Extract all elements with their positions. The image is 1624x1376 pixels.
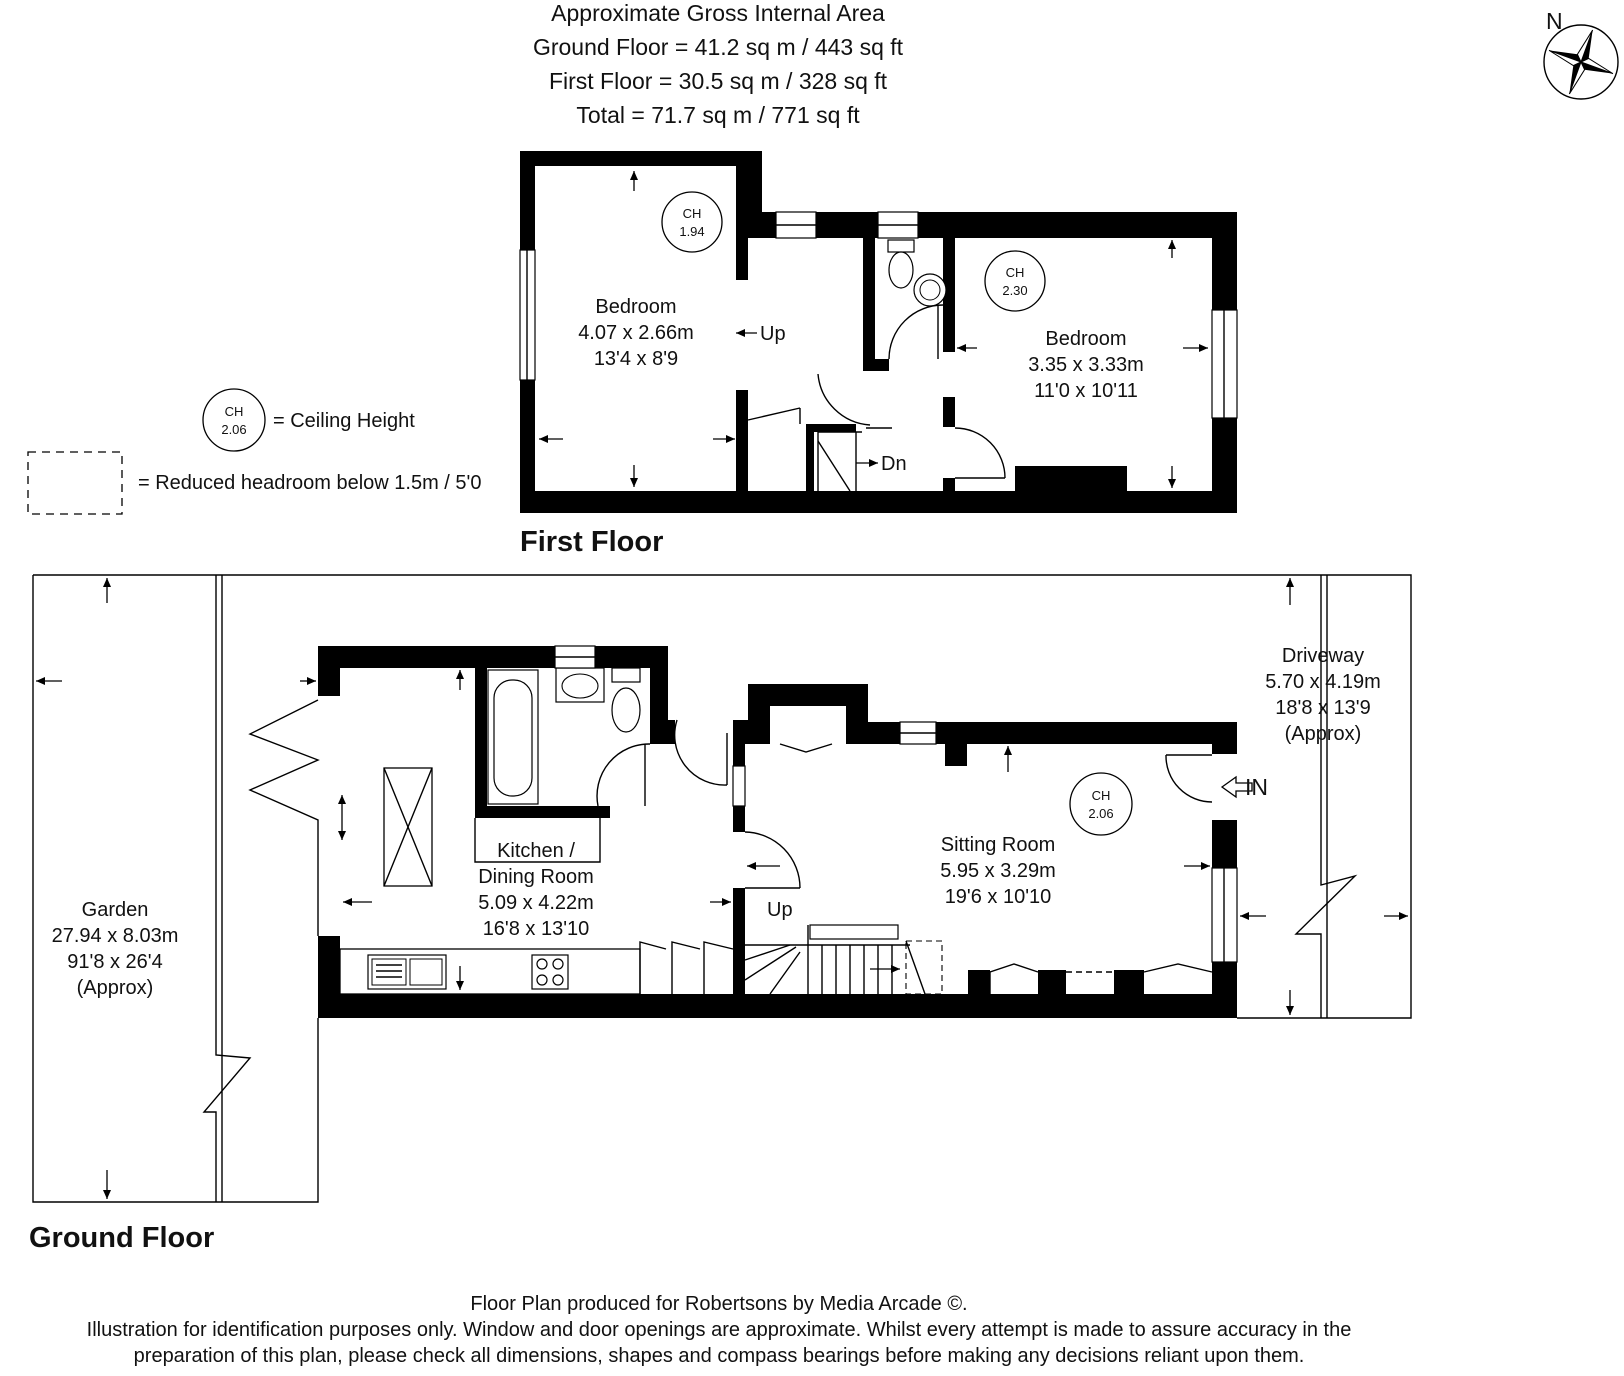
compass-north-label: N: [1546, 8, 1563, 34]
legend-reduced-headroom: = Reduced headroom below 1.5m / 5'0: [138, 472, 481, 494]
area-summary: Approximate Gross Internal Area Ground F…: [533, 0, 904, 128]
sitting-name: Sitting Room: [941, 834, 1056, 856]
footer-credit: Floor Plan produced for Robertsons by Me…: [470, 1293, 967, 1315]
kitchen-imperial: 16'8 x 13'10: [483, 918, 590, 940]
first-floor-stairs-up: Up: [760, 323, 786, 345]
compass-rose-icon: N: [1543, 8, 1619, 100]
first-floor-plan: CH 1.94 CH 2.30 Bedroom 4.07 x 2.66m 13'…: [519, 151, 1238, 558]
first-floor-title: First Floor: [520, 526, 663, 558]
legend-ch-circle: [202, 388, 266, 452]
bedroom2-name: Bedroom: [1045, 328, 1126, 350]
driveway-note: (Approx): [1285, 723, 1362, 745]
legend-reduced-box: [27, 451, 123, 515]
ground-floor-title: Ground Floor: [29, 1222, 214, 1254]
sitting-ch-value: 2.06: [1088, 806, 1113, 821]
bedroom1-ch-abbr: CH: [683, 206, 702, 221]
footer-disclaimer-line1: Illustration for identification purposes…: [87, 1319, 1352, 1341]
sitting-metric: 5.95 x 3.29m: [940, 860, 1056, 882]
garden-imperial: 91'8 x 26'4: [67, 951, 163, 973]
sitting-imperial: 19'6 x 10'10: [945, 886, 1052, 908]
legend: CH 2.06 = Ceiling Height = Reduced headr…: [27, 388, 481, 515]
ground-floor-plan: CH 2.06 Garden 27.94 x 8.03m 91'8 x 26'4…: [29, 574, 1412, 1254]
bedroom1-ch-value: 1.94: [679, 224, 704, 239]
bedroom2-ch-abbr: CH: [1006, 265, 1025, 280]
sitting-ch-abbr: CH: [1092, 788, 1111, 803]
legend-ch-abbr: CH: [225, 404, 244, 419]
area-first-floor: First Floor = 30.5 sq m / 328 sq ft: [549, 68, 888, 94]
area-total: Total = 71.7 sq m / 771 sq ft: [576, 102, 860, 128]
footer-disclaimer-line2: preparation of this plan, please check a…: [134, 1345, 1305, 1367]
footer-disclaimer: Floor Plan produced for Robertsons by Me…: [87, 1293, 1352, 1367]
kitchen-name-line2: Dining Room: [478, 866, 594, 888]
area-title: Approximate Gross Internal Area: [551, 0, 885, 26]
bedroom1-metric: 4.07 x 2.66m: [578, 322, 694, 344]
bedroom1-imperial: 13'4 x 8'9: [594, 348, 678, 370]
entrance-arrow-icon: [1220, 775, 1253, 799]
entrance-label: IN: [1245, 774, 1268, 800]
driveway-name: Driveway: [1282, 645, 1364, 667]
kitchen-name-line1: Kitchen /: [497, 840, 575, 862]
area-ground-floor: Ground Floor = 41.2 sq m / 443 sq ft: [533, 34, 904, 60]
driveway-imperial: 18'8 x 13'9: [1275, 697, 1371, 719]
first-floor-stairs-down: Dn: [881, 453, 907, 475]
kitchen-metric: 5.09 x 4.22m: [478, 892, 594, 914]
driveway-metric: 5.70 x 4.19m: [1265, 671, 1381, 693]
bedroom1-name: Bedroom: [595, 296, 676, 318]
legend-ceiling-height: = Ceiling Height: [273, 410, 415, 432]
ground-floor-stairs-up: Up: [767, 899, 793, 921]
legend-ch-value: 2.06: [221, 422, 246, 437]
bedroom2-ch-value: 2.30: [1002, 283, 1027, 298]
garden-note: (Approx): [77, 977, 154, 999]
garden-name: Garden: [82, 899, 149, 921]
bedroom2-imperial: 11'0 x 10'11: [1034, 380, 1138, 402]
bedroom2-metric: 3.35 x 3.33m: [1028, 354, 1144, 376]
garden-metric: 27.94 x 8.03m: [52, 925, 179, 947]
